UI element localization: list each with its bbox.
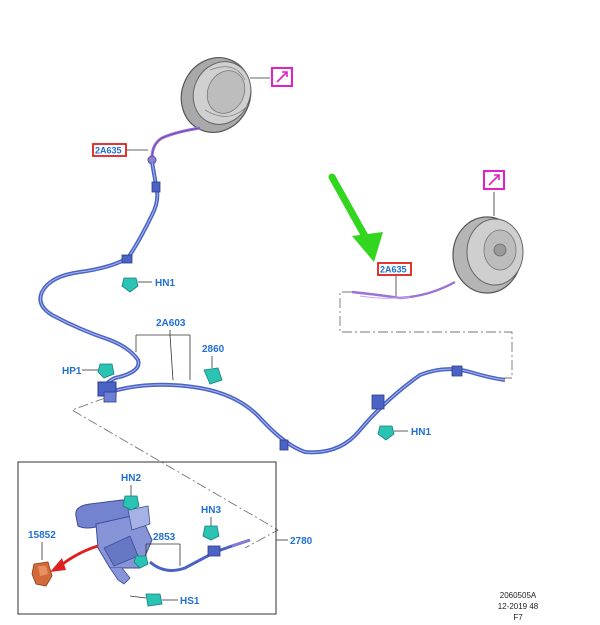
svg-text:2780: 2780 (290, 536, 313, 547)
svg-text:HN1: HN1 (411, 427, 431, 438)
external-link-icon[interactable] (483, 170, 505, 190)
front-cable (109, 365, 506, 455)
green-arrow-icon (328, 173, 383, 262)
part-15852: 15852 (28, 530, 56, 587)
dash-dot-guide-lines (70, 291, 513, 549)
upper-cable-end (147, 126, 201, 165)
external-link-icon[interactable] (271, 67, 293, 87)
reference-footer: 2060505A 12-2019 48 F7 (498, 591, 539, 622)
callout-2A635-upper[interactable]: 2A635 (92, 143, 127, 157)
svg-text:F7: F7 (513, 613, 523, 622)
right-cable-end (351, 280, 456, 300)
svg-text:15852: 15852 (28, 530, 56, 541)
lever-inset-box (17, 461, 277, 615)
clip-hn1-top: HN1 (121, 277, 175, 293)
parking-brake-lever (75, 499, 153, 585)
clip-2860: 2860 (202, 344, 225, 385)
clip-hn1-right: HN1 (377, 425, 431, 441)
clip-hp1: HP1 (62, 363, 115, 379)
label-2A603: 2A603 (135, 318, 191, 381)
svg-text:2853: 2853 (153, 532, 176, 543)
svg-text:2A635: 2A635 (380, 265, 407, 275)
label-2780: 2780 (276, 536, 313, 547)
svg-text:HP1: HP1 (62, 366, 82, 377)
right-brake-drum (452, 216, 524, 294)
svg-text:2A603: 2A603 (156, 318, 186, 329)
svg-text:2860: 2860 (202, 344, 225, 355)
cable-equalizer-bracket (97, 381, 117, 403)
upper-brake-drum (180, 57, 252, 133)
rear-left-cable (38, 161, 161, 393)
svg-text:2060505A: 2060505A (500, 591, 537, 600)
callout-2A635-right[interactable]: 2A635 (377, 262, 412, 276)
clip-hn3: HN3 (201, 505, 221, 541)
clip-hn2: HN2 (121, 473, 141, 511)
svg-text:2A635: 2A635 (95, 146, 122, 156)
svg-text:12-2019 48: 12-2019 48 (498, 602, 539, 611)
red-arrow-icon (50, 544, 99, 572)
svg-text:HN2: HN2 (121, 473, 141, 484)
lever-cable-2853: 2853 (133, 532, 251, 572)
svg-text:HS1: HS1 (180, 596, 200, 607)
screw-hs1: HS1 (129, 593, 200, 607)
svg-text:HN1: HN1 (155, 278, 175, 289)
svg-text:HN3: HN3 (201, 505, 221, 516)
